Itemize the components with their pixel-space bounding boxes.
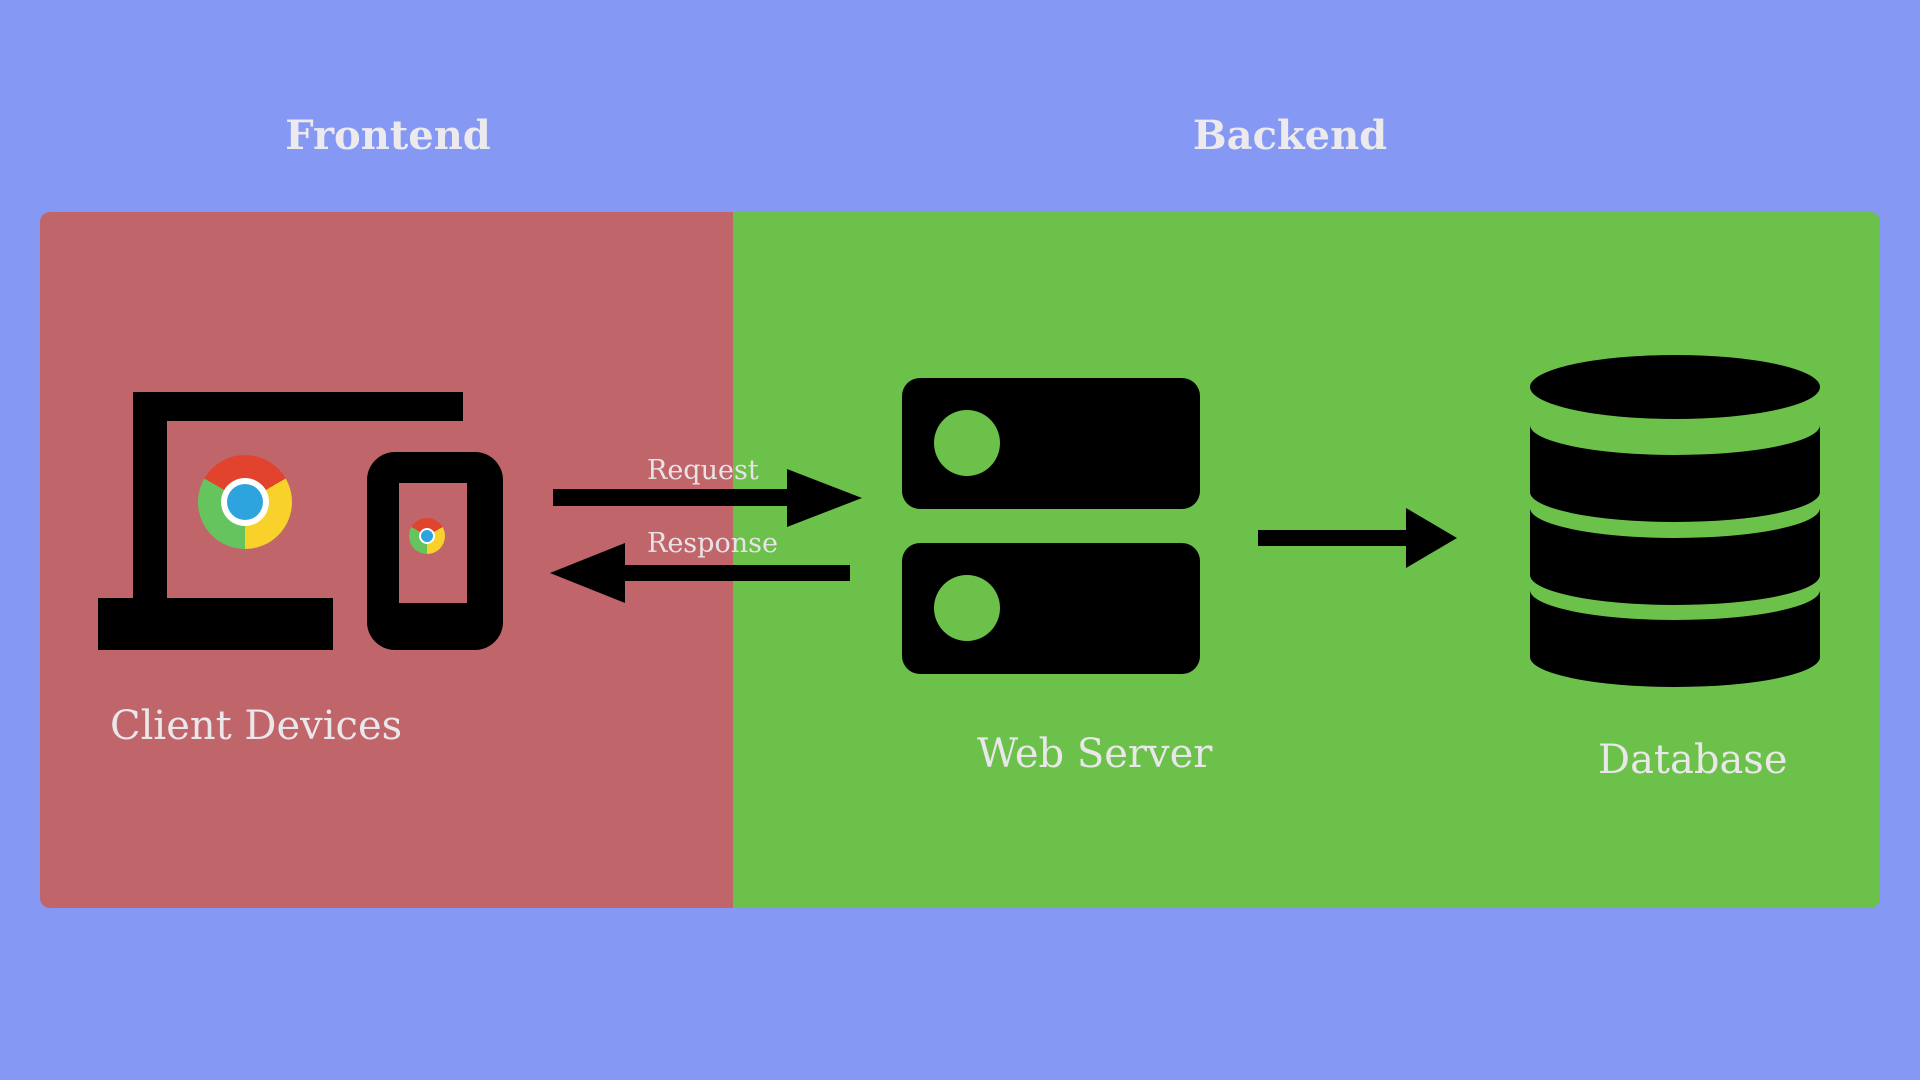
request-arrow-right-icon: [553, 469, 862, 527]
database-icon: [1530, 355, 1820, 687]
server-led-circle: [934, 575, 1000, 641]
response-label: Response: [647, 528, 778, 559]
laptop-top-bar: [133, 392, 463, 421]
request-label: Request: [647, 455, 759, 486]
laptop-left-bar: [133, 392, 167, 600]
chrome-icon-large: [198, 455, 292, 549]
laptop-base: [98, 598, 333, 650]
response-arrow-shaft: [623, 565, 850, 581]
chrome-icon-blue-center: [421, 530, 433, 542]
request-arrow-head: [787, 469, 862, 527]
frontend-section-title: Frontend: [285, 112, 491, 159]
chrome-icon-blue-center: [227, 484, 263, 520]
response-arrow-left-icon: [550, 543, 850, 603]
client-devices-label: Client Devices: [110, 703, 403, 749]
db-arrow-shaft: [1258, 530, 1408, 546]
chrome-icon-small: [409, 518, 445, 554]
web-server-label: Web Server: [977, 731, 1213, 777]
database-label: Database: [1598, 737, 1788, 783]
db-arrow-head: [1406, 508, 1457, 568]
server-unit: [902, 543, 1200, 674]
server-led-circle: [934, 410, 1000, 476]
response-arrow-head: [550, 543, 625, 603]
request-arrow-shaft: [553, 489, 793, 506]
server-unit: [902, 378, 1200, 509]
server-to-database-arrow-icon: [1258, 508, 1457, 568]
backend-section-title: Backend: [1192, 112, 1388, 159]
